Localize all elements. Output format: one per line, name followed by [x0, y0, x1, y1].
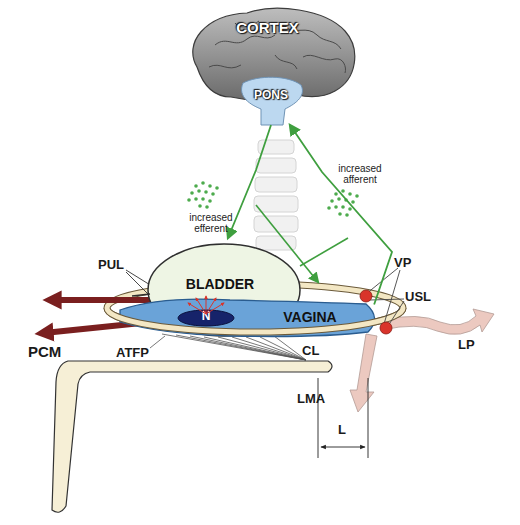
uterosacral-ligament-lines [366, 268, 404, 326]
organ-name: VAGINA [265, 309, 355, 325]
connector-layer [228, 125, 392, 305]
stretch-receptor-signals [188, 296, 224, 314]
spinal-cord [254, 140, 298, 250]
organ-shape: VAGINA [120, 288, 382, 343]
brainstem-region: PONS [233, 75, 309, 125]
pubic-bone [52, 361, 332, 512]
structure-abbreviation: LP [458, 338, 475, 352]
stretch-receptor: N [178, 310, 234, 326]
nerve-impulse-dots [187, 181, 359, 217]
signal-label: increased afferent [330, 163, 390, 185]
brain-illustration: CORTEX PONS [175, 5, 360, 130]
signal-label: increased efferent [182, 212, 240, 234]
vaginal-receptors [360, 290, 392, 334]
region-name: CORTEX [175, 19, 360, 36]
receptor-letter: N [178, 310, 234, 324]
structure-abbreviation: LMA [297, 392, 325, 406]
arcus-tendineus-fibres [150, 334, 306, 360]
structure-abbreviation: PCM [28, 344, 61, 361]
structure-abbreviation: ATFP [116, 346, 149, 360]
organ-name: BLADDER [140, 276, 300, 292]
dimension-lines [318, 378, 368, 458]
structure-abbreviation: PUL [98, 258, 124, 272]
perineal-ring-front [107, 308, 403, 332]
nerve-pathway [228, 125, 271, 238]
nerve-branches [256, 205, 348, 282]
longitudinal-muscle-vector [350, 334, 377, 412]
region-name: PONS [233, 89, 309, 103]
structure-abbreviation: L [338, 423, 346, 437]
structure-abbreviation: USL [405, 290, 431, 304]
structure-abbreviation: VP [394, 256, 411, 270]
lateral-plate-vector [380, 309, 494, 334]
nerve-pathway [290, 125, 392, 305]
vagina-outline [120, 288, 382, 343]
structure-abbreviation: CL [302, 344, 319, 358]
